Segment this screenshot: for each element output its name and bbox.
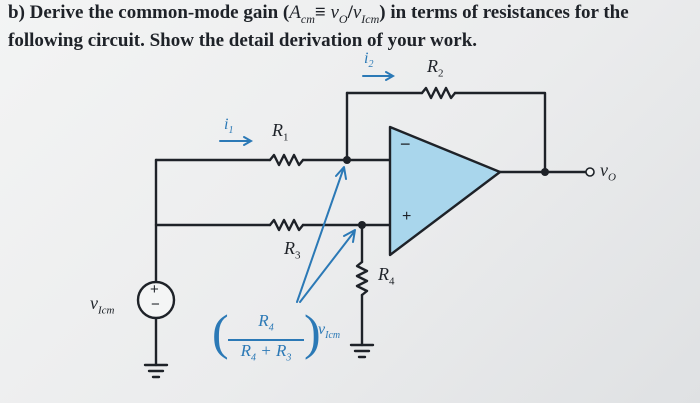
vo-symbol: v bbox=[330, 2, 339, 23]
r1-subscript: 1 bbox=[283, 131, 289, 144]
annotation-expression: ( R4 R4 + R3 ) vIcm bbox=[212, 305, 372, 369]
r1-resistor bbox=[268, 153, 305, 167]
fraction: R4 R4 + R3 bbox=[226, 311, 306, 369]
node-noninverting bbox=[358, 221, 366, 229]
question-suffix: ) in terms of resistances for the bbox=[379, 2, 629, 23]
i2-symbol: i bbox=[364, 50, 369, 67]
vo-subscript: O bbox=[338, 11, 348, 26]
question-line-2: following circuit. Show the detail deriv… bbox=[8, 29, 478, 51]
r3-subscript: 3 bbox=[295, 249, 301, 262]
slash: / bbox=[347, 2, 353, 23]
gain-symbol: A bbox=[289, 2, 301, 23]
question-text: b) Derive the common-mode gain (Acm≡ vO/… bbox=[8, 2, 698, 51]
r1-label: R1 bbox=[272, 120, 289, 144]
vo-symbol-label: v bbox=[600, 160, 608, 180]
source-plus: + bbox=[150, 281, 159, 298]
expr-v-symbol: v bbox=[318, 321, 326, 338]
expr-v: vIcm bbox=[318, 321, 340, 341]
r3-resistor bbox=[268, 218, 305, 232]
fraction-numerator: R4 bbox=[226, 311, 306, 338]
ground-symbol-source bbox=[143, 363, 169, 379]
i1-subscript: 1 bbox=[228, 125, 234, 137]
right-paren: ) bbox=[304, 304, 321, 360]
vo-label: vO bbox=[600, 160, 616, 184]
r4-symbol: R bbox=[378, 264, 389, 284]
expr-v-subscript: Icm bbox=[325, 330, 341, 342]
annotation-arrow-to-node-inverting bbox=[296, 166, 347, 303]
source-symbol: v bbox=[90, 293, 98, 313]
num-symbol: R bbox=[258, 311, 269, 330]
source-minus: − bbox=[151, 296, 160, 313]
wire-feedback-right bbox=[453, 91, 547, 174]
source-label: vIcm bbox=[90, 293, 115, 317]
gain-subscript: cm bbox=[300, 11, 315, 26]
i1-label: i1 bbox=[224, 116, 233, 136]
vi-subscript: Icm bbox=[361, 11, 380, 26]
r3-symbol: R bbox=[284, 238, 295, 258]
i2-subscript: 2 bbox=[368, 59, 374, 71]
r4-resistor bbox=[355, 260, 369, 297]
fraction-bar bbox=[228, 339, 304, 342]
vi-symbol: v bbox=[352, 2, 362, 23]
r1-symbol: R bbox=[272, 120, 283, 140]
annotation-arrow-to-node-noninverting bbox=[299, 229, 356, 303]
r4-label: R4 bbox=[378, 264, 395, 288]
r2-symbol: R bbox=[427, 56, 438, 76]
r3-label: R3 bbox=[284, 238, 301, 262]
vo-subscript-label: O bbox=[608, 171, 616, 184]
den-plus: + R bbox=[256, 341, 287, 361]
den-a-subscript: 4 bbox=[251, 352, 257, 364]
opamp-plus-label: + bbox=[402, 208, 412, 225]
fraction-denominator: R4 + R3 bbox=[226, 341, 306, 368]
i2-label: i2 bbox=[364, 50, 373, 70]
den-a-symbol: R bbox=[240, 341, 252, 361]
source-subscript: Icm bbox=[98, 304, 115, 317]
r2-label: R2 bbox=[427, 56, 444, 80]
equiv-sign: ≡ bbox=[314, 2, 331, 23]
ground-symbol-r4 bbox=[349, 343, 375, 359]
node-inverting bbox=[343, 156, 351, 164]
r4-subscript: 4 bbox=[389, 275, 395, 288]
question-line-1: b) Derive the common-mode gain (Acm≡ vO/… bbox=[8, 2, 698, 30]
i1-symbol: i bbox=[224, 116, 229, 133]
num-subscript: 4 bbox=[268, 322, 274, 334]
voltage-source bbox=[136, 280, 176, 320]
r2-subscript: 2 bbox=[438, 67, 444, 80]
i1-arrow bbox=[219, 136, 254, 146]
left-paren: ( bbox=[212, 304, 229, 360]
op-amp bbox=[388, 125, 502, 257]
node-output bbox=[541, 168, 549, 176]
question-prefix: b) Derive the common-mode gain ( bbox=[8, 2, 290, 23]
opamp-minus-label: − bbox=[400, 134, 411, 154]
r2-resistor bbox=[420, 86, 457, 100]
den-b-subscript: 3 bbox=[286, 352, 292, 364]
i2-arrow bbox=[362, 71, 396, 81]
output-terminal bbox=[585, 167, 595, 177]
